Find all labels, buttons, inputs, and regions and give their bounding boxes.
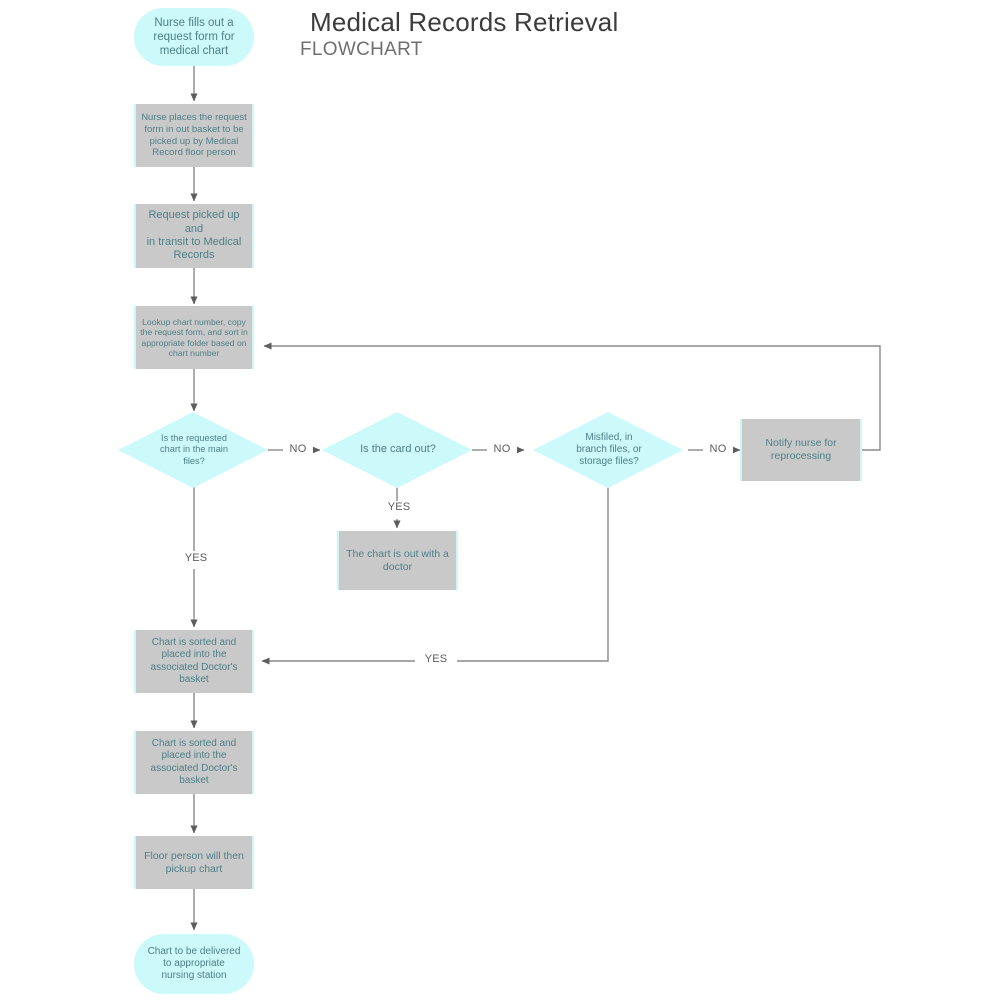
page-subtitle: FLOWCHART [300,38,423,60]
decision-shape-card-out [322,412,472,488]
node-sorted-2[interactable]: Chart is sorted and placed into the asso… [134,731,254,794]
node-lookup-label: Lookup chart number, copy the request fo… [140,316,248,358]
edge-label-misfiled-no: NO [703,443,733,455]
node-floor-pickup[interactable]: Floor person will then pickup chart [134,836,254,889]
node-floor-pickup-label: Floor person will then pickup chart [144,849,244,875]
edge-label-main-files-no: NO [283,443,313,455]
edge-label-card-out-no: NO [487,443,517,455]
edge-label-main-files-yes: YES [175,552,217,564]
node-picked-up[interactable]: Request picked up and in transit to Medi… [134,204,254,268]
edge-label-misfiled-yes: YES [415,653,457,665]
node-start-label: Nurse fills out a request form for medic… [153,16,235,57]
node-sorted-1[interactable]: Chart is sorted and placed into the asso… [134,630,254,693]
node-out-with-doctor[interactable]: The chart is out with a doctor [337,531,458,590]
node-place-request-label: Nurse places the request form in out bas… [141,112,247,159]
node-notify-nurse[interactable]: Notify nurse for reprocessing [740,419,862,481]
node-lookup[interactable]: Lookup chart number, copy the request fo… [134,306,254,369]
decision-shape-misfiled [533,412,683,488]
page-title: Medical Records Retrieval [310,7,619,37]
node-sorted-2-label: Chart is sorted and placed into the asso… [150,738,238,786]
title-block: Medical Records Retrieval FLOWCHART [300,8,820,60]
node-delivered[interactable]: Chart to be delivered to appropriate nur… [134,934,254,994]
node-out-with-doctor-label: The chart is out with a doctor [346,547,449,573]
node-notify-nurse-label: Notify nurse for reprocessing [765,437,837,462]
node-sorted-1-label: Chart is sorted and placed into the asso… [150,637,238,685]
node-start[interactable]: Nurse fills out a request form for medic… [134,8,254,66]
decision-shape-main-files [118,412,268,488]
node-delivered-label: Chart to be delivered to appropriate nur… [147,945,241,982]
node-place-request[interactable]: Nurse places the request form in out bas… [134,104,254,167]
edge-notify-nurse-feedback [263,342,881,451]
edge-misfiled-yes-down [451,487,609,662]
edge-label-card-out-yes: YES [378,501,420,513]
node-picked-up-label: Request picked up and in transit to Medi… [146,209,242,262]
